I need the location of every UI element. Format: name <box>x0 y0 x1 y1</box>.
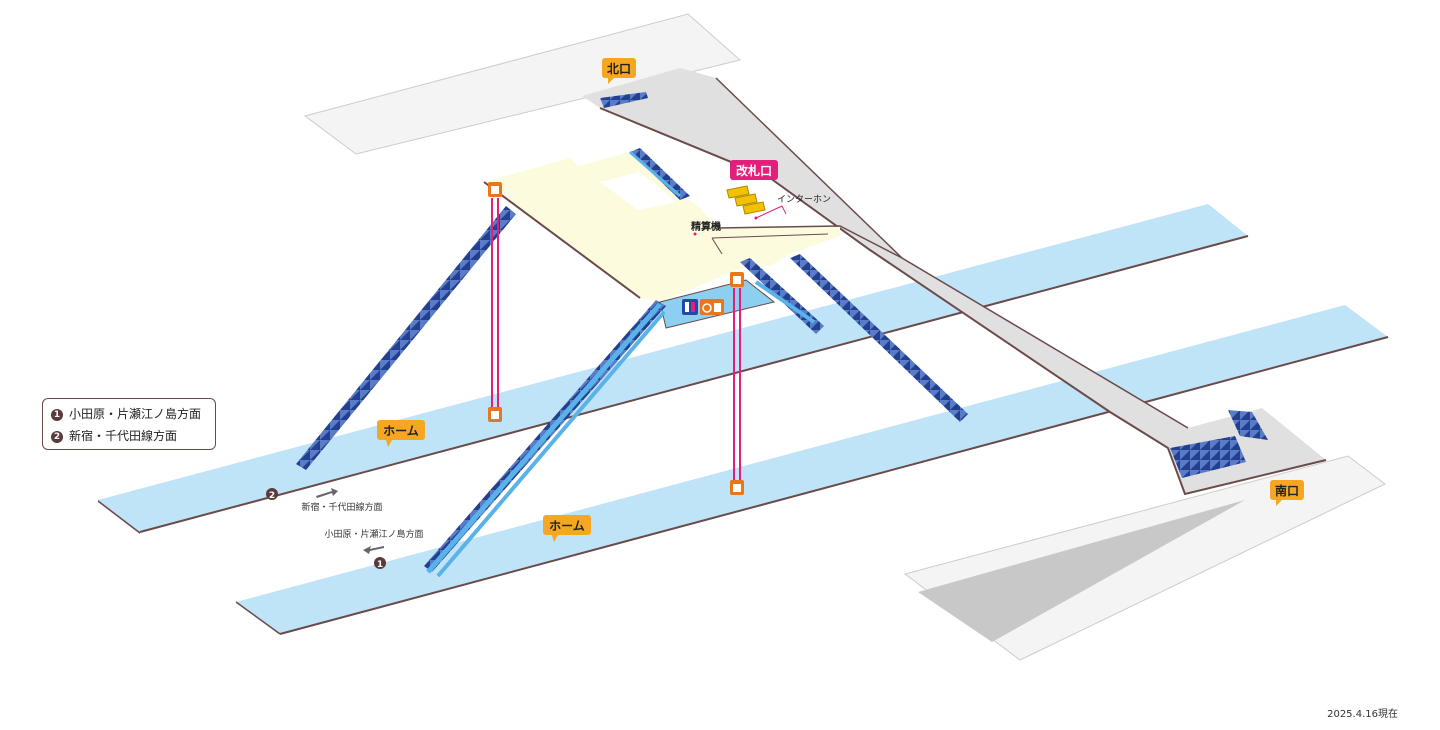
intercom-label: インターホン <box>777 194 831 205</box>
direction-marker-1: 1 <box>374 557 386 570</box>
svg-text:北口: 北口 <box>607 61 631 76</box>
platform-upper <box>98 204 1248 532</box>
accessible-restroom-icon <box>700 299 724 315</box>
stairs-left <box>296 206 516 470</box>
legend-text: 小田原・片瀬江ノ島方面 <box>69 407 202 421</box>
direction-arrow-icon <box>363 546 384 554</box>
legend-text: 新宿・千代田線方面 <box>69 429 178 443</box>
north-plaza <box>303 13 742 155</box>
ticket-gate-icon <box>726 185 766 215</box>
date-note: 2025.4.16現在 <box>1327 709 1398 720</box>
stairs-top <box>630 148 690 200</box>
elevator-icon <box>488 182 502 197</box>
direction-marker-2: 2 <box>266 488 278 501</box>
ticket-gate-label: 改札口 <box>730 160 778 180</box>
fare-adjustment-label: 精算機 <box>691 220 721 233</box>
stairs-right <box>790 254 968 422</box>
south-exit-stairs <box>1170 436 1246 478</box>
north-exit-label: 北口 <box>602 58 636 84</box>
svg-text:1: 1 <box>377 560 383 570</box>
direction-shinjuku-label: 新宿・千代田線方面 <box>301 501 382 513</box>
platform-upper-label: ホーム <box>377 420 425 447</box>
concourse-void <box>600 172 676 210</box>
platform-lower-label: ホーム <box>543 515 591 542</box>
svg-text:ホーム: ホーム <box>549 519 585 533</box>
south-ramp <box>918 500 1245 642</box>
svg-text:改札口: 改札口 <box>736 163 772 178</box>
north-exit-stairs <box>600 92 648 108</box>
direction-arrow-icon <box>316 488 338 498</box>
elevator-icon <box>730 272 744 287</box>
legend-number: 1 <box>51 409 63 421</box>
elevator-icon <box>730 480 744 495</box>
legend-item-1: 1 小田原・片瀬江ノ島方面 <box>51 405 201 422</box>
direction-odawara-label: 小田原・片瀬江ノ島方面 <box>324 528 423 540</box>
svg-text:南口: 南口 <box>1275 483 1299 498</box>
svg-text:2: 2 <box>269 491 275 501</box>
legend-item-2: 2 新宿・千代田線方面 <box>51 427 177 444</box>
legend: 1 小田原・片瀬江ノ島方面 2 新宿・千代田線方面 <box>42 398 216 450</box>
svg-text:ホーム: ホーム <box>383 424 419 438</box>
elevator-icon <box>488 407 502 422</box>
restroom-icon <box>682 299 698 315</box>
legend-number: 2 <box>51 431 63 443</box>
south-exit-label: 南口 <box>1270 480 1304 506</box>
